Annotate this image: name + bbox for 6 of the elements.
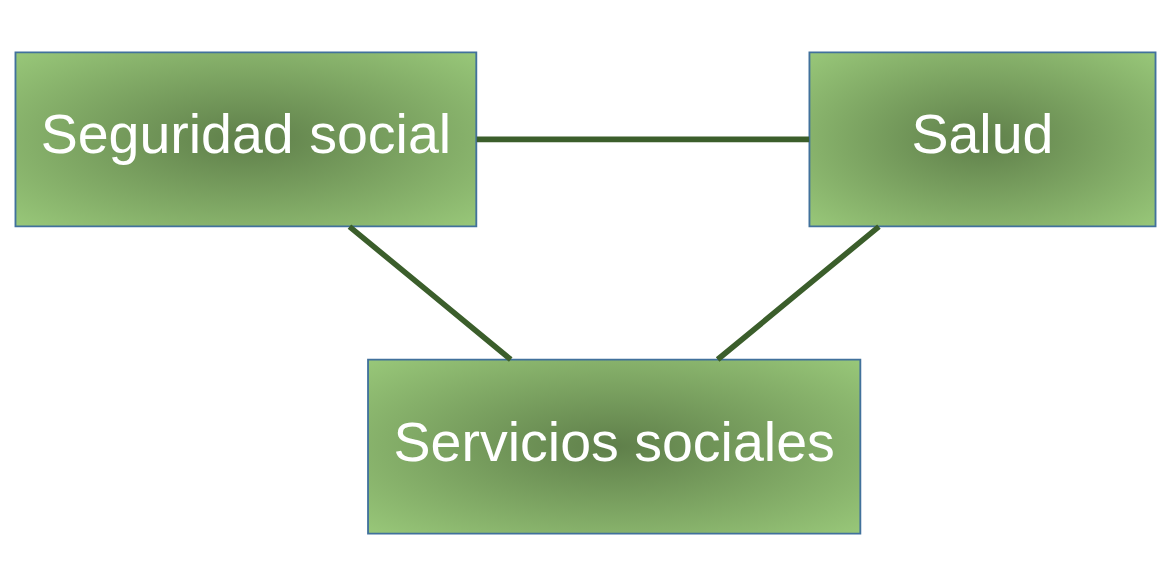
connector <box>347 223 513 362</box>
connector <box>476 136 810 142</box>
node-box: Salud <box>808 50 1157 227</box>
connector <box>715 223 881 362</box>
node-box: Seguridad social <box>14 50 478 227</box>
node-box: Servicios sociales <box>367 358 862 535</box>
